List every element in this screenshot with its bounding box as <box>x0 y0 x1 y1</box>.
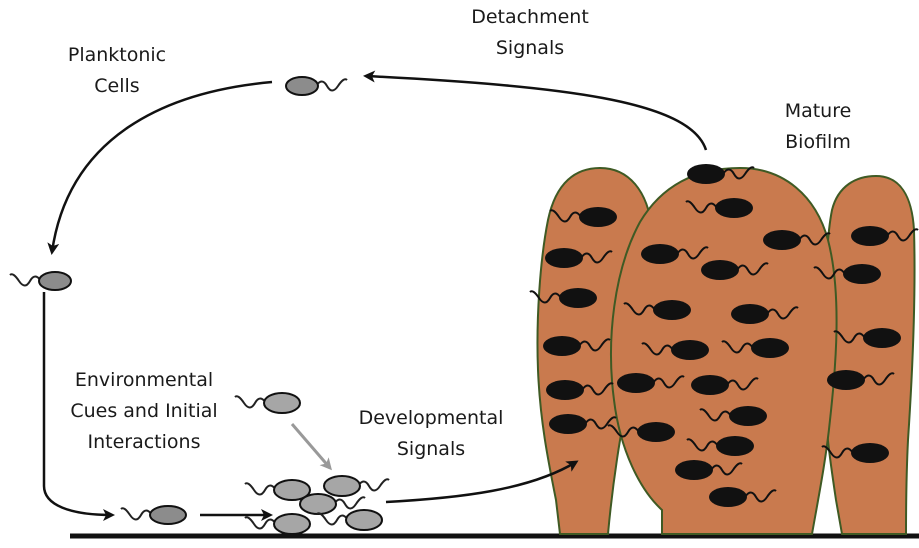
settling-cell <box>245 514 310 534</box>
planktonic-label-line2: Cells <box>54 71 180 102</box>
attaching-cell <box>121 506 186 524</box>
settling-cell <box>235 393 300 413</box>
detachment-arrow <box>366 76 706 150</box>
detachment-label-line2: Signals <box>460 33 600 64</box>
environmental-cues-label: Environmental Cues and Initial Interacti… <box>64 365 224 458</box>
mature-label-line2: Biofilm <box>768 127 868 158</box>
environmental-label-line3: Interactions <box>64 427 224 458</box>
developmental-label-line1: Developmental <box>356 403 506 434</box>
planktonic-cell <box>10 272 71 290</box>
developmental-arrow <box>386 462 576 502</box>
detachment-signals-label: Detachment Signals <box>460 2 600 64</box>
settling-cell <box>245 480 310 500</box>
detachment-label-line1: Detachment <box>460 2 600 33</box>
settling-cell <box>324 476 389 496</box>
mature-label-line1: Mature <box>768 96 868 127</box>
mature-biofilm-label: Mature Biofilm <box>768 96 868 158</box>
biofilm-tower-center <box>611 168 837 534</box>
environmental-label-line1: Environmental <box>64 365 224 396</box>
developmental-label-line2: Signals <box>356 434 506 465</box>
planktonic-return-arrow <box>52 82 272 252</box>
developmental-signals-label: Developmental Signals <box>356 403 506 465</box>
planktonic-cells-label: Planktonic Cells <box>54 40 180 102</box>
environmental-label-line2: Cues and Initial <box>64 396 224 427</box>
planktonic-cell <box>286 77 347 95</box>
settling-arrow <box>292 424 330 468</box>
planktonic-label-line1: Planktonic <box>54 40 180 71</box>
